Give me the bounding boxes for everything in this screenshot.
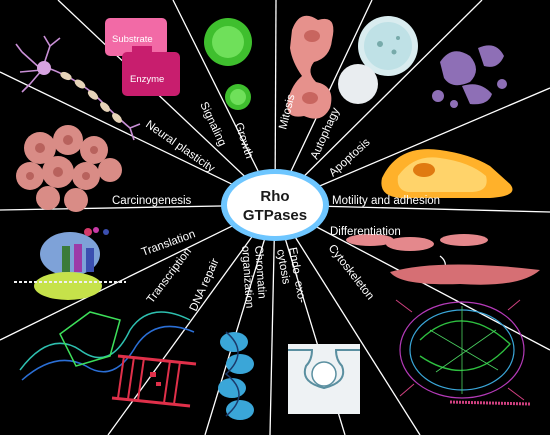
chromatin-icon (218, 331, 254, 420)
differentiating-cells-icon (346, 234, 540, 285)
spoke (269, 204, 276, 435)
mitosis-cell-icon (287, 15, 334, 119)
label-growth: Growth (232, 121, 255, 160)
spoke (0, 71, 276, 206)
spoke (274, 87, 550, 206)
label-motility: Motility and adhesion (332, 195, 440, 207)
migrating-cell-icon (381, 149, 513, 198)
label-cytoskeleton: Cytoskeleton (326, 242, 376, 302)
spoke (204, 204, 276, 435)
growth-cells-icon (204, 18, 252, 110)
spoke (274, 0, 483, 206)
autophagy-icon (338, 16, 418, 104)
spoke (274, 204, 421, 435)
label-carcinogenesis: Carcinogenesis (112, 195, 192, 207)
spoke (0, 204, 276, 341)
neuron-icon (15, 35, 141, 141)
label-chromatin: Chromatin (252, 245, 268, 299)
apoptosis-fragments-icon (432, 45, 507, 108)
center-title-line1: Rho (260, 188, 289, 205)
label-organization: organization (239, 245, 255, 308)
endocytosis-icon (288, 344, 360, 414)
substrate-label: Substrate (112, 34, 153, 45)
substrate-enzyme-icon: Substrate Enzyme (105, 18, 180, 96)
label-differentiation: Differentiation (330, 226, 401, 238)
label-signaling: Signaling (197, 100, 228, 148)
enzyme-label: Enzyme (130, 74, 164, 85)
center-title-line2: GTPases (243, 207, 307, 224)
spoke (57, 0, 276, 206)
cytoskeleton-icon (395, 299, 531, 406)
ribosome-icon (14, 227, 126, 300)
spoke (107, 204, 276, 435)
dna-repair-icon (111, 354, 197, 408)
center-node: Rho GTPases (221, 169, 329, 241)
transcription-dna-icon (19, 311, 195, 381)
tumor-cluster-icon (16, 125, 122, 212)
